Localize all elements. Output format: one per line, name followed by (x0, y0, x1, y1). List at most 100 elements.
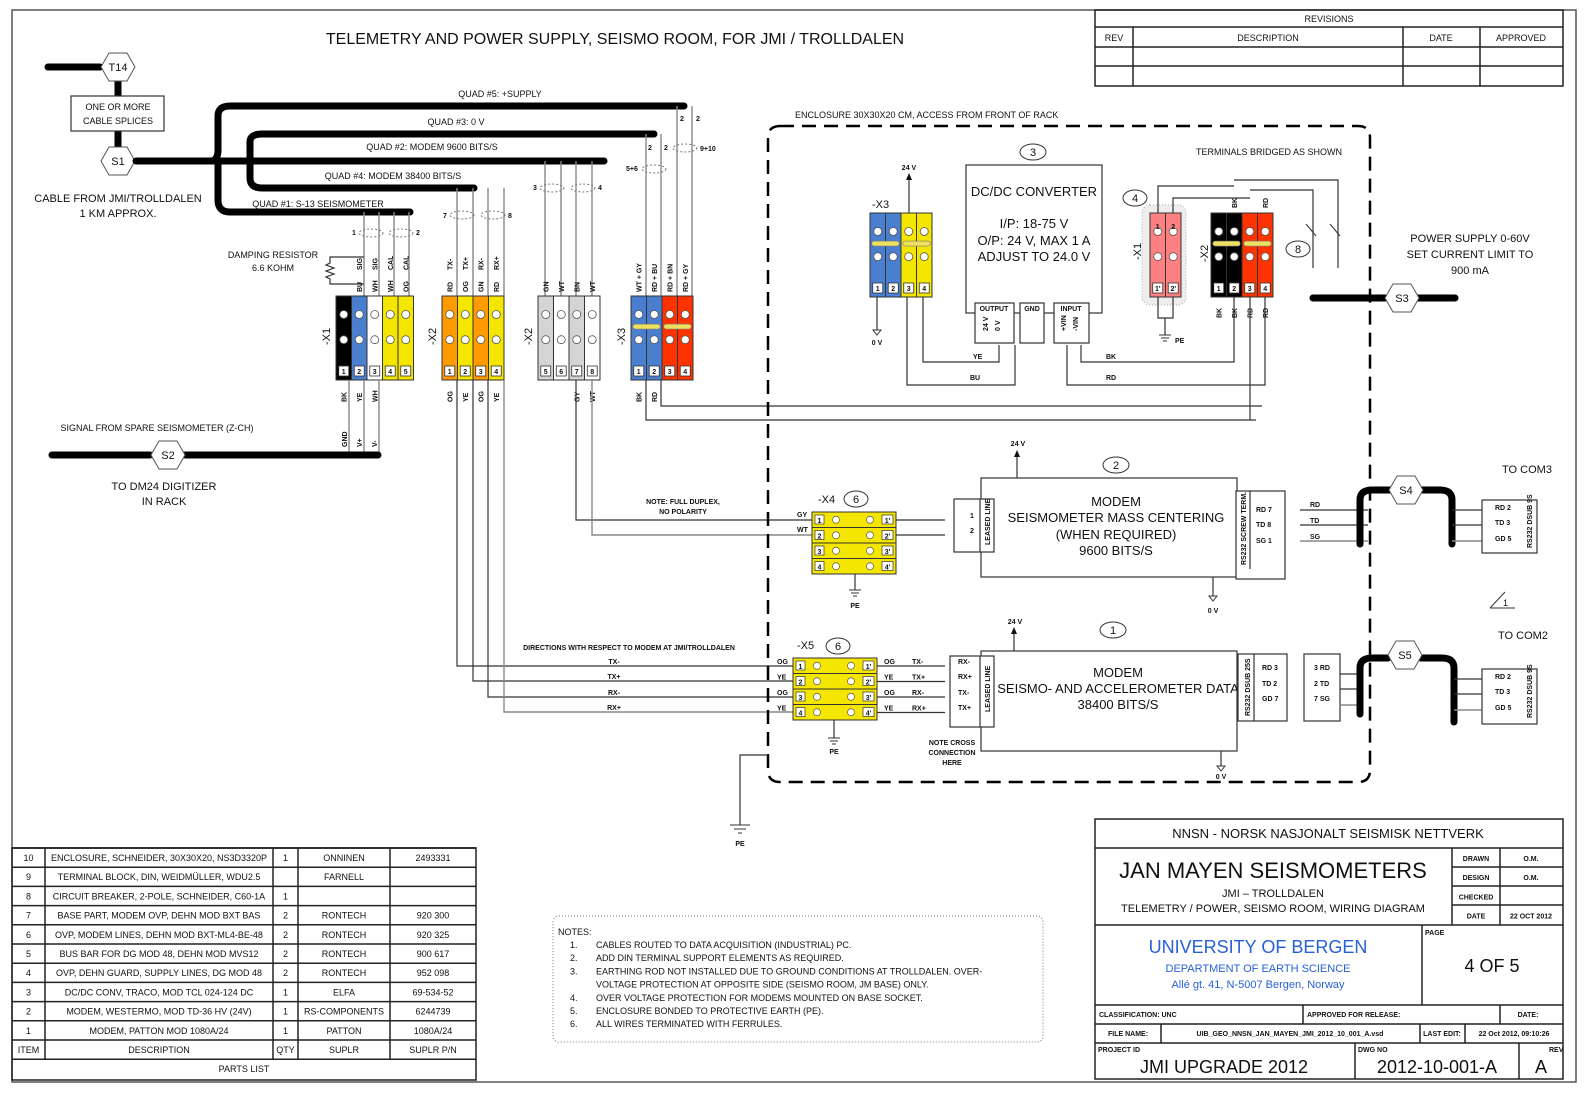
com2-pin-rd2: RD 2 (1495, 674, 1511, 681)
dc-dc-converter: 3 DC/DC CONVERTER I/P: 18-75 V O/P: 24 V… (906, 143, 1266, 386)
parts-cell: 952 098 (417, 968, 450, 978)
parts-cell: 1 (283, 853, 288, 863)
modem2-sig-td: TD (1310, 518, 1319, 525)
screw-icon (919, 252, 929, 262)
signal-label: SIG (373, 257, 380, 270)
university-address: Allé gt. 41, N-5007 Bergen, Norway (1171, 979, 1345, 991)
ground-0v-icon (871, 329, 883, 336)
signal-label: TX- (448, 258, 455, 270)
parts-cell: MODEM, WESTERMO, MOD TD-36 HV (24V) (66, 1007, 251, 1017)
modem-2: 2 24 V 0 V MODEM SEISMOMETER MASS CENTER… (812, 441, 1552, 615)
screw-icon (813, 677, 821, 686)
item-3-label: 3 (1030, 147, 1036, 159)
item-marker-8 (1285, 240, 1311, 258)
page-label: PAGE (1425, 930, 1445, 937)
parts-cell: BASE PART, MODEM OVP, DEHN MOD BXT BAS (58, 911, 261, 921)
terminal-number: 7 (575, 369, 579, 376)
parts-cell: 1 (26, 1026, 31, 1036)
screw-icon (445, 310, 455, 319)
screw-icon (813, 692, 821, 701)
parts-cell: 1 (283, 891, 288, 901)
terminal-strip-label: -X3 (616, 328, 628, 345)
line-sig-txminus: TX- (608, 659, 620, 666)
note-text: OVER VOLTAGE PROTECTION FOR MODEMS MOUNT… (596, 993, 923, 1003)
ground-0v-icon (1215, 765, 1227, 772)
power-terminal-x3-label: -X3 (872, 199, 889, 211)
modem2-dest: TO COM3 (1502, 464, 1552, 476)
modem2-sig-sg: SG (1310, 534, 1321, 541)
parts-cell: 2 (283, 968, 288, 978)
line-sig-rxminus: RX- (608, 690, 621, 697)
wire-color-label: WH (373, 390, 380, 402)
screw-icon (634, 335, 644, 345)
power-supply-label: POWER SUPPLY 0-60V (1410, 233, 1530, 245)
screw-icon (572, 335, 582, 345)
screw-icon (1260, 252, 1270, 262)
wire-color-label: BK (342, 392, 349, 402)
screw-icon (832, 515, 840, 524)
cross-note-line-2: CONNECTION (928, 750, 975, 757)
enclosure: ENCLOSURE 30X30X20 CM, ACCESS FROM FRONT… (730, 110, 1372, 848)
terminal-number: 3 (373, 369, 377, 376)
pair-label-9-10: 9+10 (700, 146, 716, 153)
note-number: 6. (570, 1019, 578, 1029)
cross-note-line-3: HERE (942, 760, 962, 767)
parts-cell: 1 (283, 1007, 288, 1017)
modem2-pin-sg1: SG 1 (1256, 538, 1272, 545)
item-marker-3 (1019, 143, 1047, 161)
terminal-number: 3 (479, 369, 483, 376)
note-number: 2. (570, 953, 578, 963)
approved-for-release: APPROVED FOR RELEASE: (1307, 1012, 1400, 1019)
screw-icon (445, 335, 455, 345)
terminal-number: 1 (1156, 224, 1160, 231)
com3-pin-td3: TD 3 (1495, 520, 1510, 527)
terminal-number: 2' (1170, 286, 1176, 293)
screw-icon (460, 335, 470, 345)
wire-color-label: RD + GY (683, 263, 690, 292)
wire-color-label: YE (494, 392, 501, 402)
screw-icon (813, 708, 821, 717)
modem2-speed: 9600 BITS/S (1079, 543, 1153, 558)
modem2-purpose: SEISMOMETER MASS CENTERING (1008, 510, 1225, 525)
wire-color-label: RD (1248, 308, 1255, 318)
x3-0v-label: 0 V (872, 340, 883, 347)
wire-color-label: WT (590, 280, 597, 292)
revisions-heading: REVISIONS (1304, 14, 1353, 24)
wire-color-label: OG (404, 281, 411, 292)
screw-icon (680, 310, 690, 319)
note-text: VOLTAGE PROTECTION AT OPPOSITE SIDE (SEI… (596, 980, 929, 990)
wire-color-label: BK (637, 392, 644, 402)
line-wires: NOTE: FULL DUPLEX, NO POLARITY DIRECTION… (456, 380, 1262, 713)
wire-color-label: OG (479, 391, 486, 402)
hex-s2 (150, 440, 186, 470)
terminal-number: 1 (876, 286, 880, 293)
terminal-number: 4 (818, 565, 822, 572)
screw-icon (847, 661, 855, 670)
power-supply-current-label: SET CURRENT LIMIT TO (1407, 249, 1534, 261)
no-polarity-note: NO POLARITY (659, 509, 707, 516)
wire-label-bk: BK (1106, 354, 1116, 361)
item-6-label: 6 (853, 494, 859, 506)
terminal-number: 1 (342, 369, 346, 376)
bridge-jumper (663, 323, 692, 330)
quad-3-label: QUAD #3: 0 V (427, 117, 484, 127)
university-name: UNIVERSITY OF BERGEN (1149, 937, 1368, 957)
modem1-leased-line: LEASED LINE (985, 665, 992, 712)
sign-label: DATE (1467, 914, 1486, 921)
wire-label-ye: YE (973, 354, 983, 361)
parts-cell: 2 (26, 1007, 31, 1017)
screw-icon (491, 310, 501, 319)
sign-value: O.M. (1523, 856, 1538, 863)
sign-value: 22 OCT 2012 (1510, 914, 1552, 921)
terminal-number: 4 (683, 369, 687, 376)
terminal-strip-label: -X2 (427, 328, 439, 345)
line-sig-txplus: TX+ (607, 674, 620, 681)
project-id-label: PROJECT ID (1098, 1047, 1140, 1054)
modem2-sig-rd: RD (1310, 502, 1320, 509)
